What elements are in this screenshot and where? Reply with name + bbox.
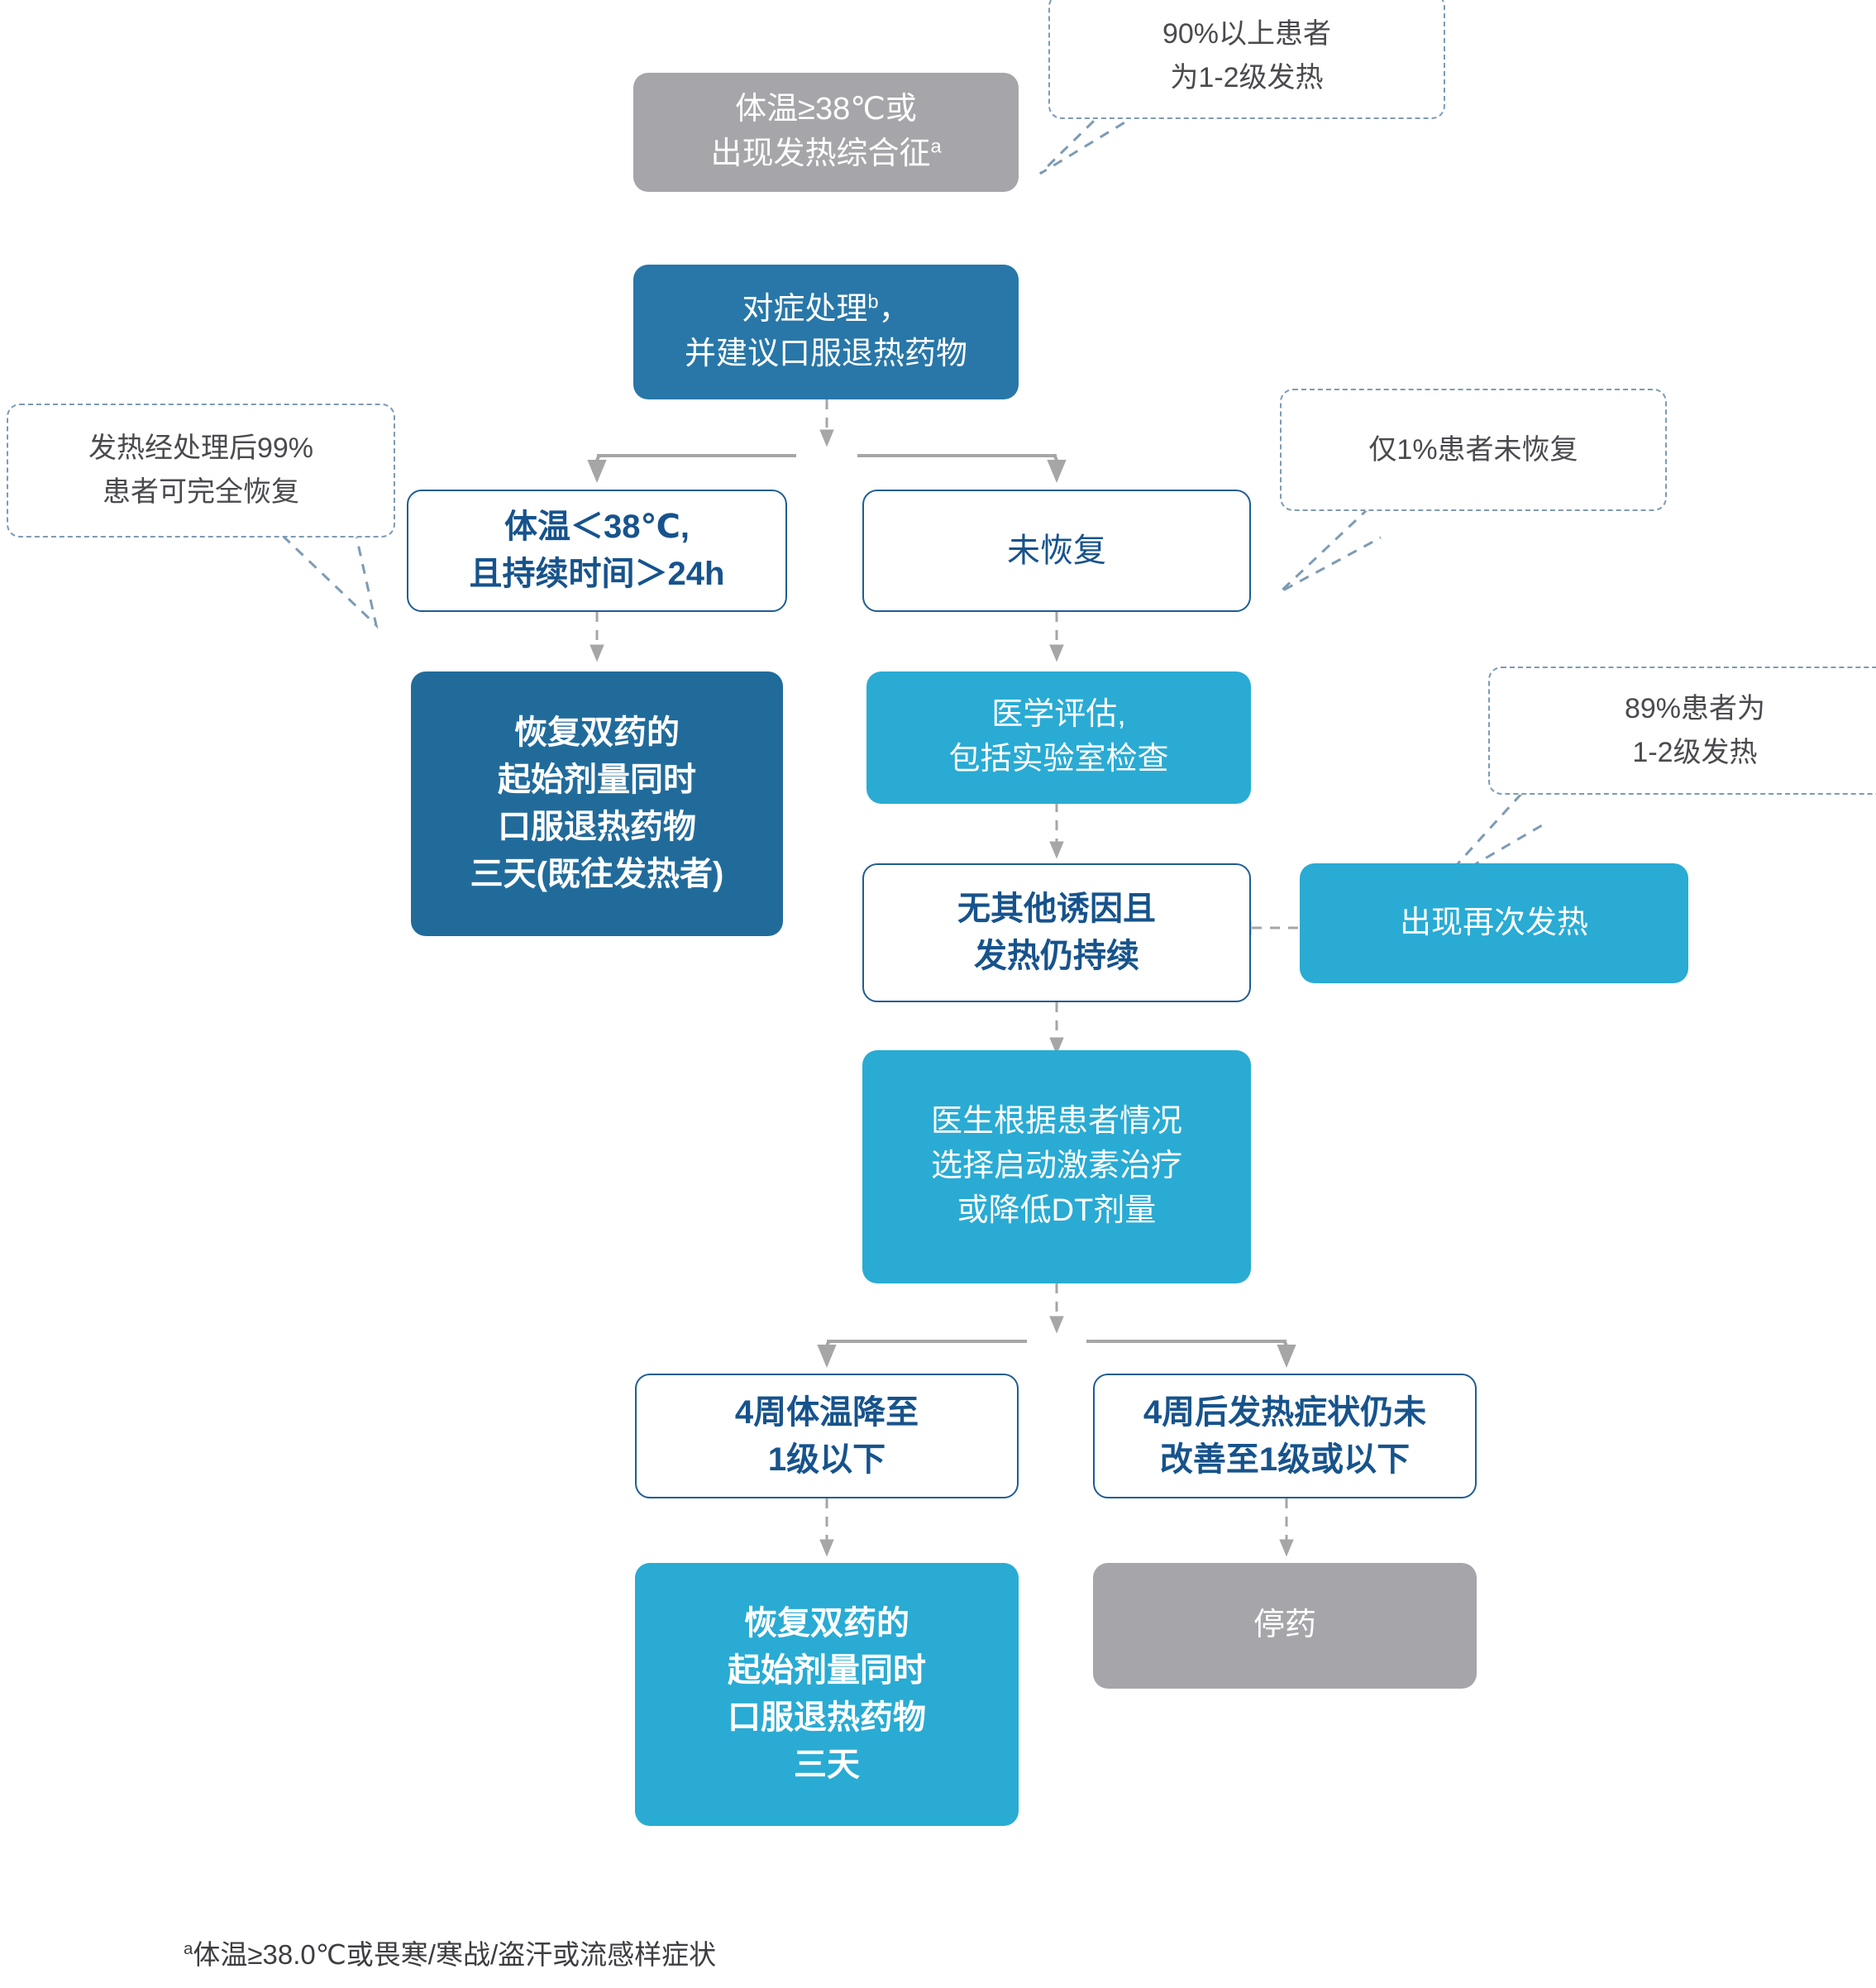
node-not-recovered[interactable]: 未恢复 [862, 490, 1251, 612]
node-fever-onset[interactable]: 体温≥38℃或 出现发热综合征a [633, 73, 1019, 192]
footnote-a-marker: a [184, 1938, 193, 1958]
node-physician-choice[interactable]: 医生根据患者情况 选择启动激素治疗 或降低DT剂量 [862, 1050, 1251, 1283]
footnote-marker-b: b [867, 289, 879, 312]
callout-tail-only-1-percent [1278, 506, 1382, 594]
node-resume-dual[interactable]: 恢复双药的 起始剂量同时 口服退热药物 三天 [635, 1563, 1019, 1826]
node-four-week-not-improved[interactable]: 4周后发热症状仍未 改善至1级或以下 [1093, 1374, 1477, 1498]
footnotes-block: a体温≥38.0℃或畏寒/寒战/盗汗或流感样症状 b说明书建议临时中断D+T双药… [184, 1877, 1506, 1988]
node-symptomatic-care[interactable]: 对症处理b，并建议口服退热药物 [633, 265, 1019, 399]
node-fever-onset-label: 体温≥38℃或 出现发热综合征a [710, 92, 942, 171]
footnote-a-text: 体温≥38.0℃或畏寒/寒战/盗汗或流感样症状 [193, 1938, 717, 1970]
callout-over-90-percent: 90%以上患者 为1-2级发热 [1048, 0, 1445, 119]
node-temp-resolved[interactable]: 体温＜38℃, 且持续时间＞24h [407, 490, 787, 612]
node-medical-eval[interactable]: 医学评估, 包括实验室检查 [866, 671, 1251, 804]
callout-only-1-percent: 仅1%患者未恢复 [1280, 389, 1667, 511]
node-resume-dual-prior[interactable]: 恢复双药的 起始剂量同时 口服退热药物 三天(既往发热者) [411, 671, 783, 936]
footnote-a: a体温≥38.0℃或畏寒/寒战/盗汗或流感样症状 [184, 1929, 1506, 1981]
callout-89-percent: 89%患者为 1-2级发热 [1488, 667, 1876, 795]
node-symptomatic-care-label: 对症处理b，并建议口服退热药物 [684, 289, 967, 371]
footnote-marker-a: a [930, 135, 942, 157]
node-four-week-improved[interactable]: 4周体温降至 1级以下 [635, 1374, 1019, 1498]
node-no-other-cause[interactable]: 无其他诱因且 发热仍持续 [862, 863, 1251, 1002]
node-fever-recurrence[interactable]: 出现再次发热 [1300, 863, 1688, 983]
callout-99-recover: 发热经处理后99% 患者可完全恢复 [7, 404, 395, 538]
node-discontinue[interactable]: 停药 [1093, 1563, 1477, 1689]
